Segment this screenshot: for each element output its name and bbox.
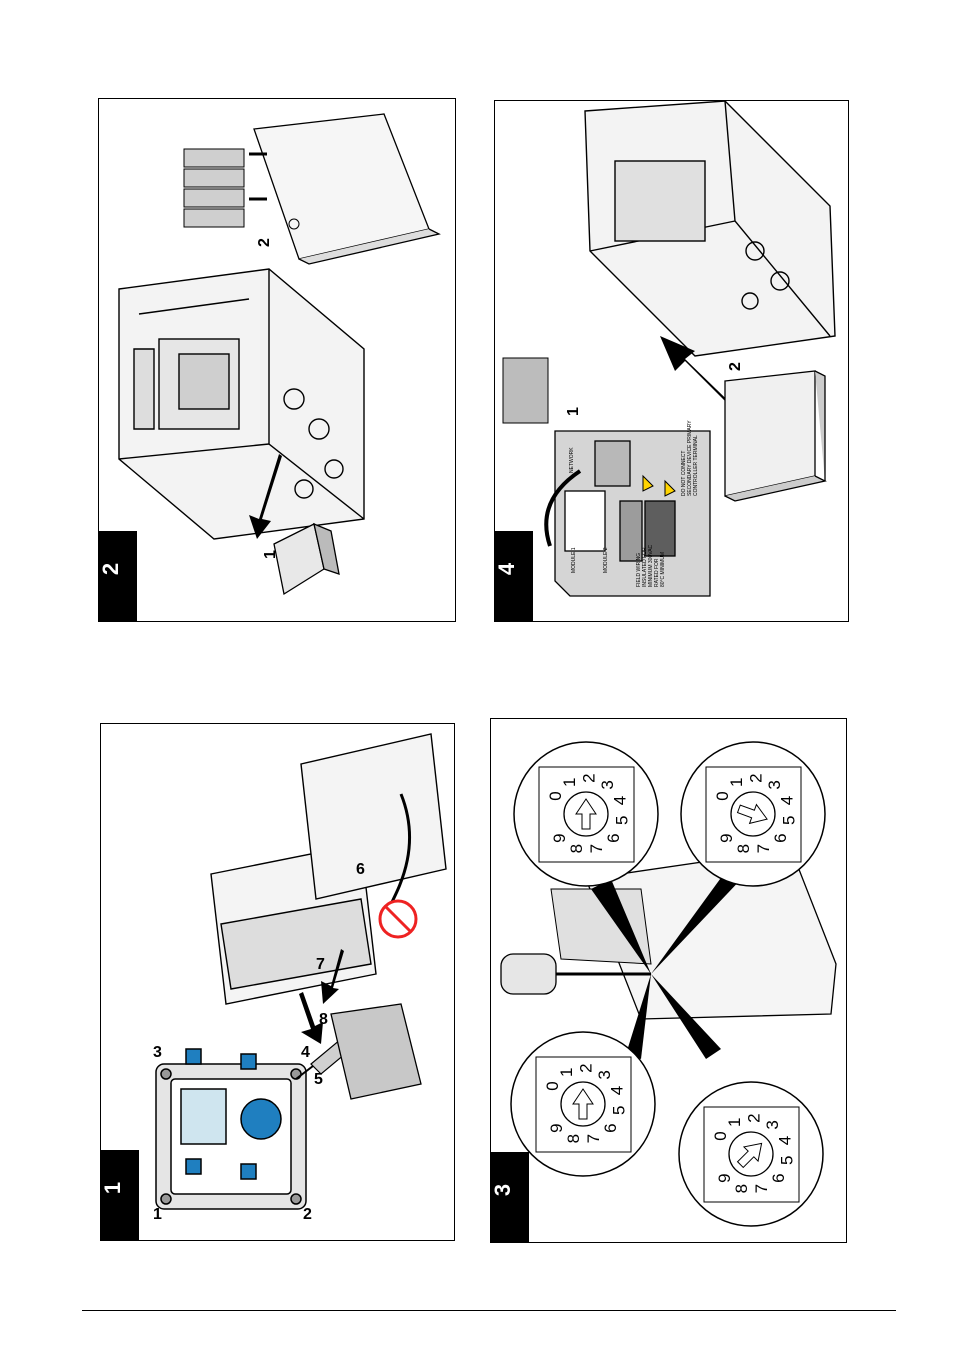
dial-digit: 6 <box>769 1173 788 1182</box>
step-tab: 3 <box>491 1152 529 1242</box>
dial-digit: 7 <box>584 1134 603 1143</box>
step-tab: 1 <box>101 1150 139 1240</box>
dial-digit: 1 <box>560 777 579 786</box>
label-module2: MODULE 2 <box>603 547 609 573</box>
dial-digit: 6 <box>771 833 790 842</box>
dial-digit: 9 <box>715 1173 734 1182</box>
dial-digit: 9 <box>550 833 569 842</box>
dial-digit: 3 <box>598 780 617 789</box>
step-tab: 4 <box>495 531 533 621</box>
step-number: 4 <box>495 562 519 575</box>
step-number: 1 <box>101 1182 125 1194</box>
dial-digit: 1 <box>725 1117 744 1126</box>
step-tab: 2 <box>99 531 137 621</box>
dial-digit: 8 <box>567 844 586 853</box>
dial-digit: 1 <box>557 1067 576 1076</box>
dial-digit: 2 <box>580 773 599 782</box>
module-install-illustration: 1 2 MODULE 1 MODULE 2 NETWORK FIELD WIRI… <box>495 101 849 622</box>
dial-digit: 6 <box>604 833 623 842</box>
callout-2: 2 <box>303 1206 312 1223</box>
rotary-dial-top-left <box>514 742 658 886</box>
dial-digit: 9 <box>547 1123 566 1132</box>
dial-digit: 4 <box>607 1086 626 1095</box>
dial-digit: 5 <box>613 816 632 825</box>
dial-digit: 2 <box>577 1063 596 1072</box>
dial-digit: 7 <box>587 844 606 853</box>
callout-5: 5 <box>314 1071 323 1088</box>
figure-panel-step-4: 1 2 MODULE 1 MODULE 2 NETWORK FIELD WIRI… <box>494 100 849 622</box>
dial-digit: 0 <box>713 791 732 800</box>
dial-digit: 2 <box>745 1113 764 1122</box>
dial-digit: 4 <box>610 796 629 805</box>
dial-digit: 8 <box>564 1134 583 1143</box>
dial-digit: 3 <box>765 780 784 789</box>
label-network: NETWORK <box>569 447 575 473</box>
dial-digit: 5 <box>780 816 799 825</box>
dial-digit: 4 <box>777 796 796 805</box>
dial-digit: 6 <box>601 1123 620 1132</box>
callout-6: 6 <box>356 861 365 878</box>
dial-digit: 0 <box>543 1081 562 1090</box>
dial-digit: 3 <box>763 1120 782 1129</box>
callout-2: 2 <box>256 238 273 247</box>
callout-4: 4 <box>301 1044 310 1061</box>
dial-digit: 5 <box>610 1106 629 1115</box>
label-warn3: CONTROLLER TERMINAL <box>693 435 699 496</box>
dial-digit: 9 <box>717 833 736 842</box>
controller-opening-illustration: 1 2 3 4 5 6 7 8 <box>101 724 455 1241</box>
callout-1: 1 <box>565 407 582 416</box>
figure-panel-step-2: 1 2 2 <box>98 98 456 622</box>
rotary-dial-bottom-right <box>679 1082 823 1226</box>
dial-digit: 7 <box>752 1184 771 1193</box>
dial-digit: 5 <box>778 1156 797 1165</box>
dial-digit: 7 <box>754 844 773 853</box>
no-power-plug-icon <box>380 901 416 937</box>
label-module1: MODULE 1 <box>571 547 577 573</box>
callout-3: 3 <box>153 1044 162 1061</box>
insert-arrows-icon <box>249 154 267 199</box>
step-number: 3 <box>491 1184 515 1196</box>
rotary-dial-bottom-left <box>511 1032 655 1176</box>
callout-1: 1 <box>262 550 279 559</box>
dial-digit: 2 <box>747 773 766 782</box>
callout-2: 2 <box>727 362 744 371</box>
dial-digit: 4 <box>775 1136 794 1145</box>
module-removal-illustration: 1 2 <box>99 99 456 622</box>
rotary-dial-top-right <box>681 742 825 886</box>
label-line4: 80°C MINIMUM <box>660 552 666 587</box>
step-number: 2 <box>99 563 123 575</box>
dial-digit: 0 <box>546 791 565 800</box>
footer-rule <box>82 1310 896 1311</box>
figure-panel-step-1: 1 2 3 4 5 6 7 8 1 <box>100 723 455 1241</box>
dial-digit: 0 <box>711 1131 730 1140</box>
callout-7: 7 <box>316 956 325 973</box>
callout-8: 8 <box>319 1011 328 1028</box>
dial-digit: 1 <box>727 777 746 786</box>
callout-1: 1 <box>153 1206 162 1223</box>
dial-digit: 3 <box>595 1070 614 1079</box>
dial-digit: 8 <box>732 1184 751 1193</box>
dial-digit: 8 <box>734 844 753 853</box>
